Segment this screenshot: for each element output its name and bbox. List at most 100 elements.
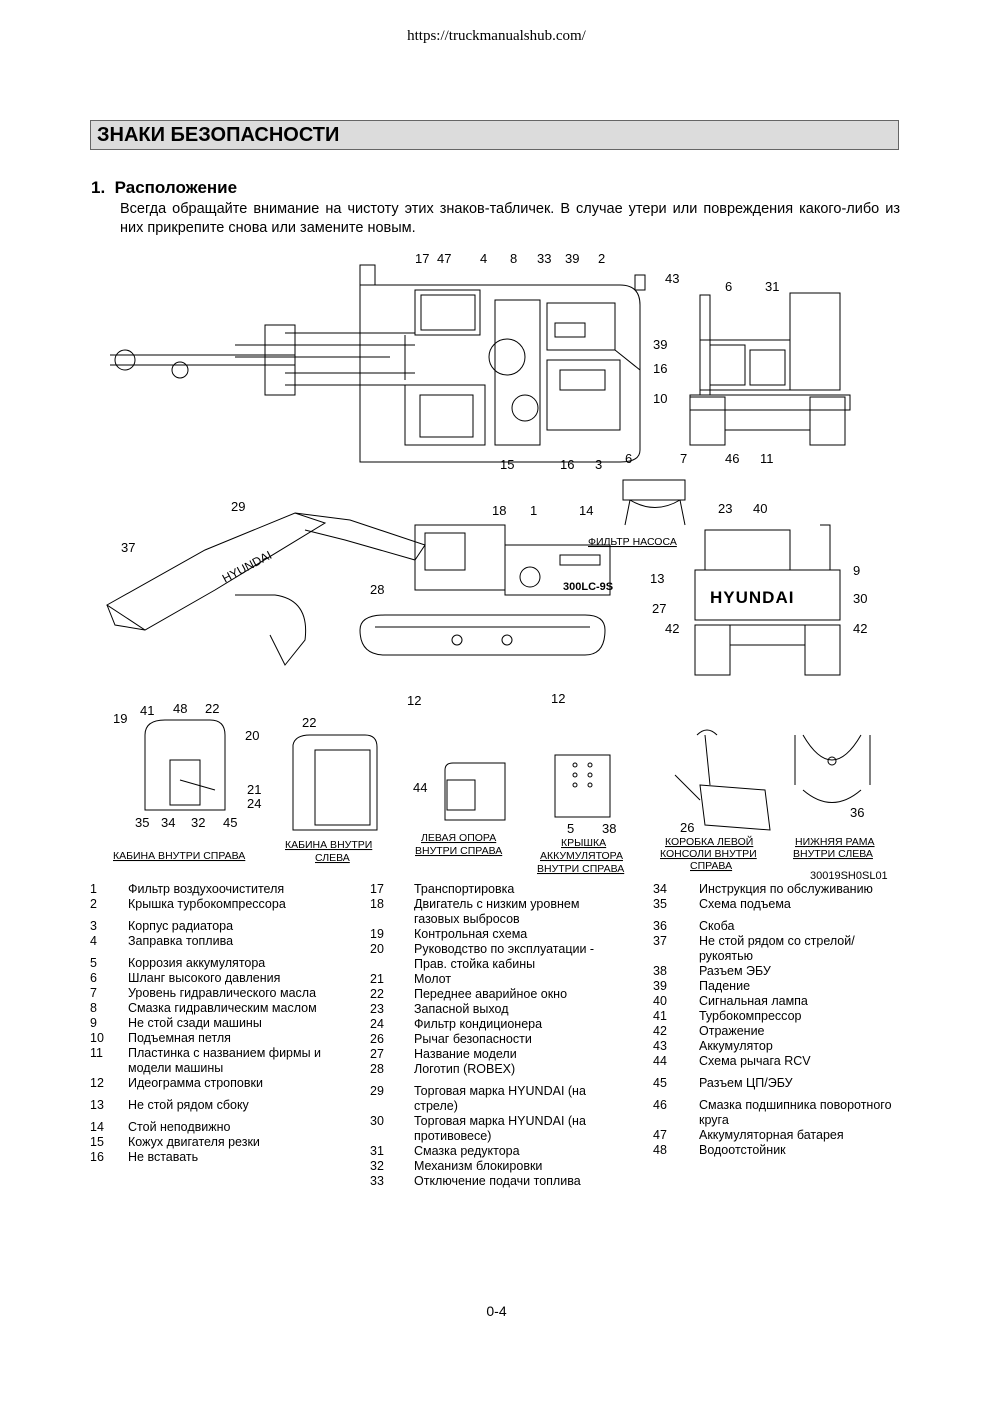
label-24: 24	[247, 796, 261, 811]
legend-number: 15	[90, 1135, 104, 1149]
label-37: 37	[121, 540, 135, 555]
legend-number: 27	[370, 1047, 384, 1061]
legend-number: 24	[370, 1017, 384, 1031]
legend-text: Смазка подшипника поворотного круга	[699, 1098, 892, 1127]
legend-number: 17	[370, 882, 384, 896]
caption-pump-filter: ФИЛЬТР НАСОСА	[588, 536, 677, 548]
label-22a: 22	[205, 701, 219, 716]
legend-number: 3	[90, 919, 97, 933]
label-12b: 12	[551, 691, 565, 706]
label-9: 9	[853, 563, 860, 578]
legend-number: 48	[653, 1143, 667, 1157]
legend-number: 13	[90, 1098, 104, 1112]
legend-number: 31	[370, 1144, 384, 1158]
legend-number: 22	[370, 987, 384, 1001]
caption-support-1: ЛЕВАЯ ОПОРА	[421, 832, 496, 844]
legend-item	[90, 1113, 375, 1120]
legend-number	[653, 1069, 699, 1076]
label-14: 14	[579, 503, 593, 518]
legend-number: 41	[653, 1009, 667, 1023]
legend-text: Кожух двигателя резки	[128, 1135, 260, 1149]
legend-item	[370, 1077, 660, 1084]
legend-text	[128, 1091, 343, 1098]
legend-item	[653, 912, 913, 919]
legend-item	[653, 1091, 913, 1098]
label-29: 29	[231, 499, 245, 514]
label-42b: 42	[853, 621, 867, 636]
legend-number: 6	[90, 971, 97, 985]
pump-filter-view	[622, 479, 686, 526]
legend-item: 38 Разъем ЭБУ	[653, 964, 913, 979]
legend-text: Разъем ЭБУ	[699, 964, 771, 978]
legend-number: 34	[653, 882, 667, 896]
label-6: 6	[725, 279, 732, 294]
left-console-view	[674, 729, 771, 831]
legend-number	[653, 1091, 699, 1098]
legend-number: 43	[653, 1039, 667, 1053]
legend-text: Переднее аварийное окно	[414, 987, 568, 1001]
page-title: ЗНАКИ БЕЗОПАСНОСТИ	[97, 124, 340, 146]
legend-text: Падение	[699, 979, 751, 993]
label-21: 21	[247, 782, 261, 797]
legend-number	[90, 912, 128, 919]
legend-number: 26	[370, 1032, 384, 1046]
legend-number: 45	[653, 1076, 667, 1090]
legend-number	[90, 949, 128, 956]
label-46: 46	[725, 451, 739, 466]
caption-battery-3: ВНУТРИ СПРАВА	[537, 863, 624, 875]
legend-number: 38	[653, 964, 667, 978]
caption-console-2: КОНСОЛИ ВНУТРИ	[660, 848, 757, 860]
legend-number: 36	[653, 919, 667, 933]
label-12a: 12	[407, 693, 421, 708]
legend-number: 19	[370, 927, 384, 941]
legend-number: 9	[90, 1016, 97, 1030]
legend-text	[128, 949, 343, 956]
legend-text: Инструкция по обслуживанию	[699, 882, 873, 896]
label-32: 32	[191, 815, 205, 830]
legend-text	[414, 1077, 614, 1084]
legend-text: Заправка топлива	[128, 934, 234, 948]
label-40: 40	[753, 501, 767, 516]
legend-item: 22 Переднее аварийное окно	[370, 987, 660, 1002]
side-view	[106, 512, 611, 666]
legend-text: Уровень гидравлического масла	[128, 986, 317, 1000]
legend-text: Крышка турбокомпрессора	[128, 897, 286, 911]
legend-item	[90, 912, 375, 919]
counterweight-brand: HYUNDAI	[710, 588, 794, 607]
label-33: 33	[537, 251, 551, 266]
label-39b: 39	[653, 337, 667, 352]
label-27: 27	[652, 601, 666, 616]
legend-number: 37	[653, 934, 667, 948]
legend-number: 30	[370, 1114, 384, 1128]
cabin-right-view	[144, 719, 226, 811]
legend-number: 4	[90, 934, 97, 948]
legend-number	[90, 1113, 128, 1120]
legend-number: 28	[370, 1062, 384, 1076]
label-16b: 16	[560, 457, 574, 472]
legend-text	[699, 912, 894, 919]
legend-number: 20	[370, 942, 384, 956]
legend-text	[699, 1091, 894, 1098]
caption-support-2: ВНУТРИ СПРАВА	[415, 845, 502, 857]
legend-text: Отражение	[699, 1024, 765, 1038]
label-31: 31	[765, 279, 779, 294]
legend-item: 17 Транспортировка	[370, 882, 660, 897]
legend-number: 40	[653, 994, 667, 1008]
legend-text: Торговая марка HYUNDAI (на стреле)	[414, 1084, 586, 1113]
section-body: Всегда обращайте внимание на чистоту эти…	[120, 201, 900, 236]
legend-text: Транспортировка	[414, 882, 515, 896]
